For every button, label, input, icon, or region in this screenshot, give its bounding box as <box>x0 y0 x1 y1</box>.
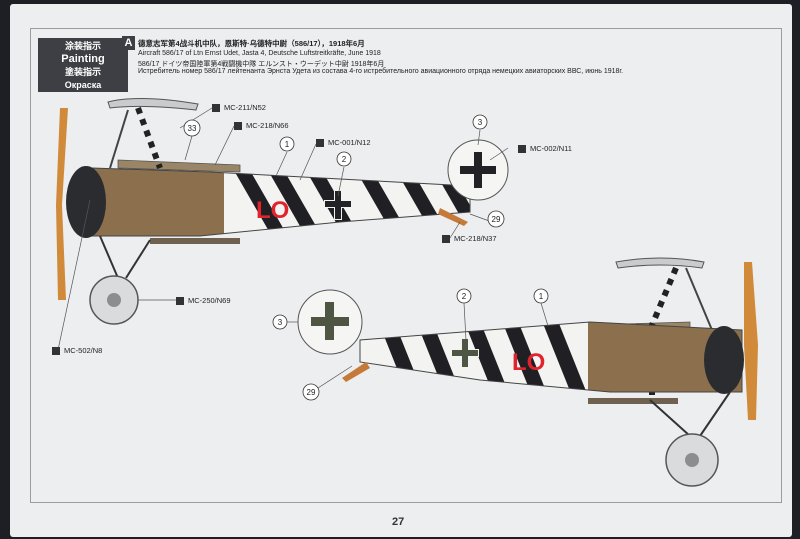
propeller <box>744 262 758 420</box>
aircraft-code: LO <box>512 349 545 376</box>
callout-mc250: MC-250/N69 <box>176 296 231 305</box>
aircraft-right-profile: LO <box>297 257 758 487</box>
header-cn: 涂装指示 <box>64 41 101 51</box>
marker-3: 3 <box>478 118 483 127</box>
marker-2-lower: 2 <box>462 292 467 301</box>
caption-en: Aircraft 586/17 of Ltn Ernst Udet, Jasta… <box>138 50 381 57</box>
caption-ru: Истребитель номер 586/17 лейтенанта Эрнс… <box>138 68 624 75</box>
page-frame <box>30 28 782 503</box>
fuselage-cross <box>451 338 479 368</box>
page-number: 27 <box>392 516 405 528</box>
marker-29-lower: 29 <box>307 388 316 397</box>
top-wing <box>615 257 705 269</box>
marker-2: 2 <box>342 155 347 164</box>
caption-cn: 德意志军第4战斗机中队，恩斯特·乌德特中尉（586/17），1918年6月 <box>138 39 365 48</box>
propeller <box>56 108 68 300</box>
middle-wing <box>117 159 241 173</box>
callout-mc502: MC-502/N8 <box>52 346 102 355</box>
engine-cowling <box>704 326 744 394</box>
marker-33: 33 <box>188 124 197 133</box>
marker-29: 29 <box>492 215 501 224</box>
fuselage-cross <box>324 190 352 220</box>
cabane-strut <box>647 266 679 332</box>
callout-mc218-n37: MC-218/N37 <box>442 234 497 243</box>
callout-mc002: MC-002/N11 <box>518 144 572 153</box>
callout-mc001: MC-001/N12 <box>316 138 371 147</box>
marker-3-lower: 3 <box>278 318 283 327</box>
aircraft-left-profile: LO <box>56 97 509 325</box>
marker-1-lower: 1 <box>539 292 544 301</box>
header-ru: Окраска <box>64 80 102 90</box>
marker-1: 1 <box>285 140 290 149</box>
scheme-letter: A <box>122 36 135 50</box>
section-header: 涂装指示 Painting 塗装指示 Окраска <box>38 38 128 92</box>
cabane-strut <box>135 106 163 170</box>
instruction-page: 涂装指示 Painting 塗装指示 Окраска <box>10 4 792 537</box>
strut <box>109 109 129 169</box>
engine-cowling <box>66 166 106 238</box>
callout-mc211: MC-211/N52 <box>212 103 266 112</box>
leader-lines <box>57 107 509 351</box>
top-wing <box>107 97 199 111</box>
caption-jp: 586/17 ドイツ帝国陸軍第4戦闘機中隊 エルンスト・ウーデット中尉 1918… <box>138 61 385 68</box>
header-en: Painting <box>61 53 105 65</box>
callout-mc218: MC-218/N66 <box>234 121 289 130</box>
lower-wing <box>150 238 240 244</box>
aircraft-code: LO <box>256 197 289 224</box>
header-jp: 塗装指示 <box>64 67 101 77</box>
lower-wing <box>588 398 678 404</box>
